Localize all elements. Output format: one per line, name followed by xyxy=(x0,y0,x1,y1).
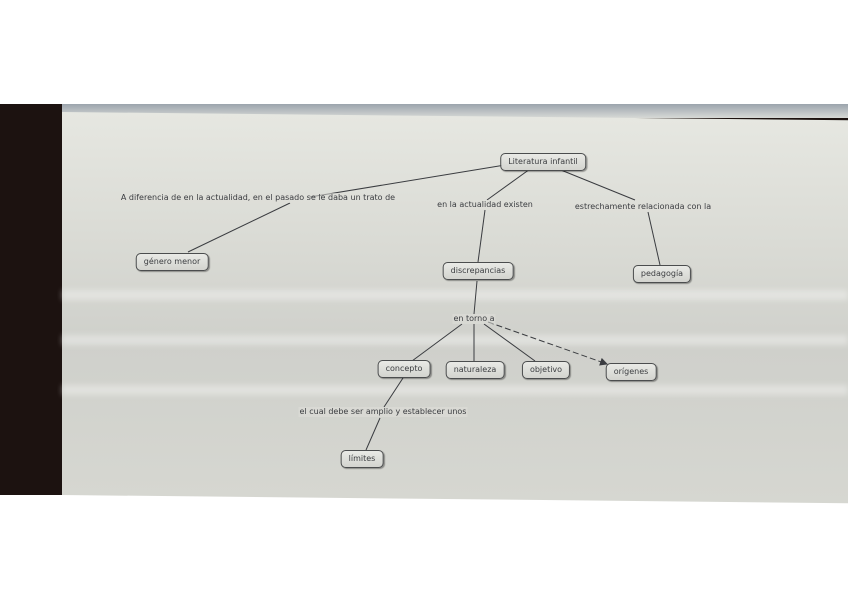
node-concepto[interactable]: concepto xyxy=(377,360,431,378)
phrase-relacionada: estrechamente relacionada con la xyxy=(573,202,713,212)
link-line xyxy=(477,209,486,263)
link-line xyxy=(365,417,381,451)
link-line xyxy=(411,323,463,362)
node-pedagogia[interactable]: pedagogía xyxy=(632,265,692,283)
glare-streak xyxy=(62,335,848,345)
link-line xyxy=(473,280,478,315)
link-line xyxy=(187,202,291,253)
link-arrow xyxy=(487,321,608,366)
node-limites[interactable]: límites xyxy=(340,450,384,468)
link-line xyxy=(309,164,506,198)
phrase-pasado: A diferencia de en la actualidad, en el … xyxy=(119,193,397,203)
link-line xyxy=(383,377,404,408)
node-literatura-infantil[interactable]: Literatura infantil xyxy=(500,153,586,171)
link-line xyxy=(555,167,636,201)
node-discrepancias[interactable]: discrepancias xyxy=(442,262,514,280)
node-origenes[interactable]: orígenes xyxy=(605,363,657,381)
phrase-en-torno: en torno a xyxy=(452,314,496,324)
node-naturaleza[interactable]: naturaleza xyxy=(445,361,505,379)
link-line xyxy=(647,211,661,266)
phrase-actualidad: en la actualidad existen xyxy=(436,200,534,210)
glare-streak xyxy=(62,290,848,300)
phrase-cual: el cual debe ser amplio y establecer uno… xyxy=(298,407,468,417)
glare-streak xyxy=(62,385,848,395)
node-genero-menor[interactable]: género menor xyxy=(135,253,209,271)
link-line xyxy=(486,168,531,201)
node-objetivo[interactable]: objetivo xyxy=(521,361,571,379)
link-line xyxy=(483,323,536,362)
